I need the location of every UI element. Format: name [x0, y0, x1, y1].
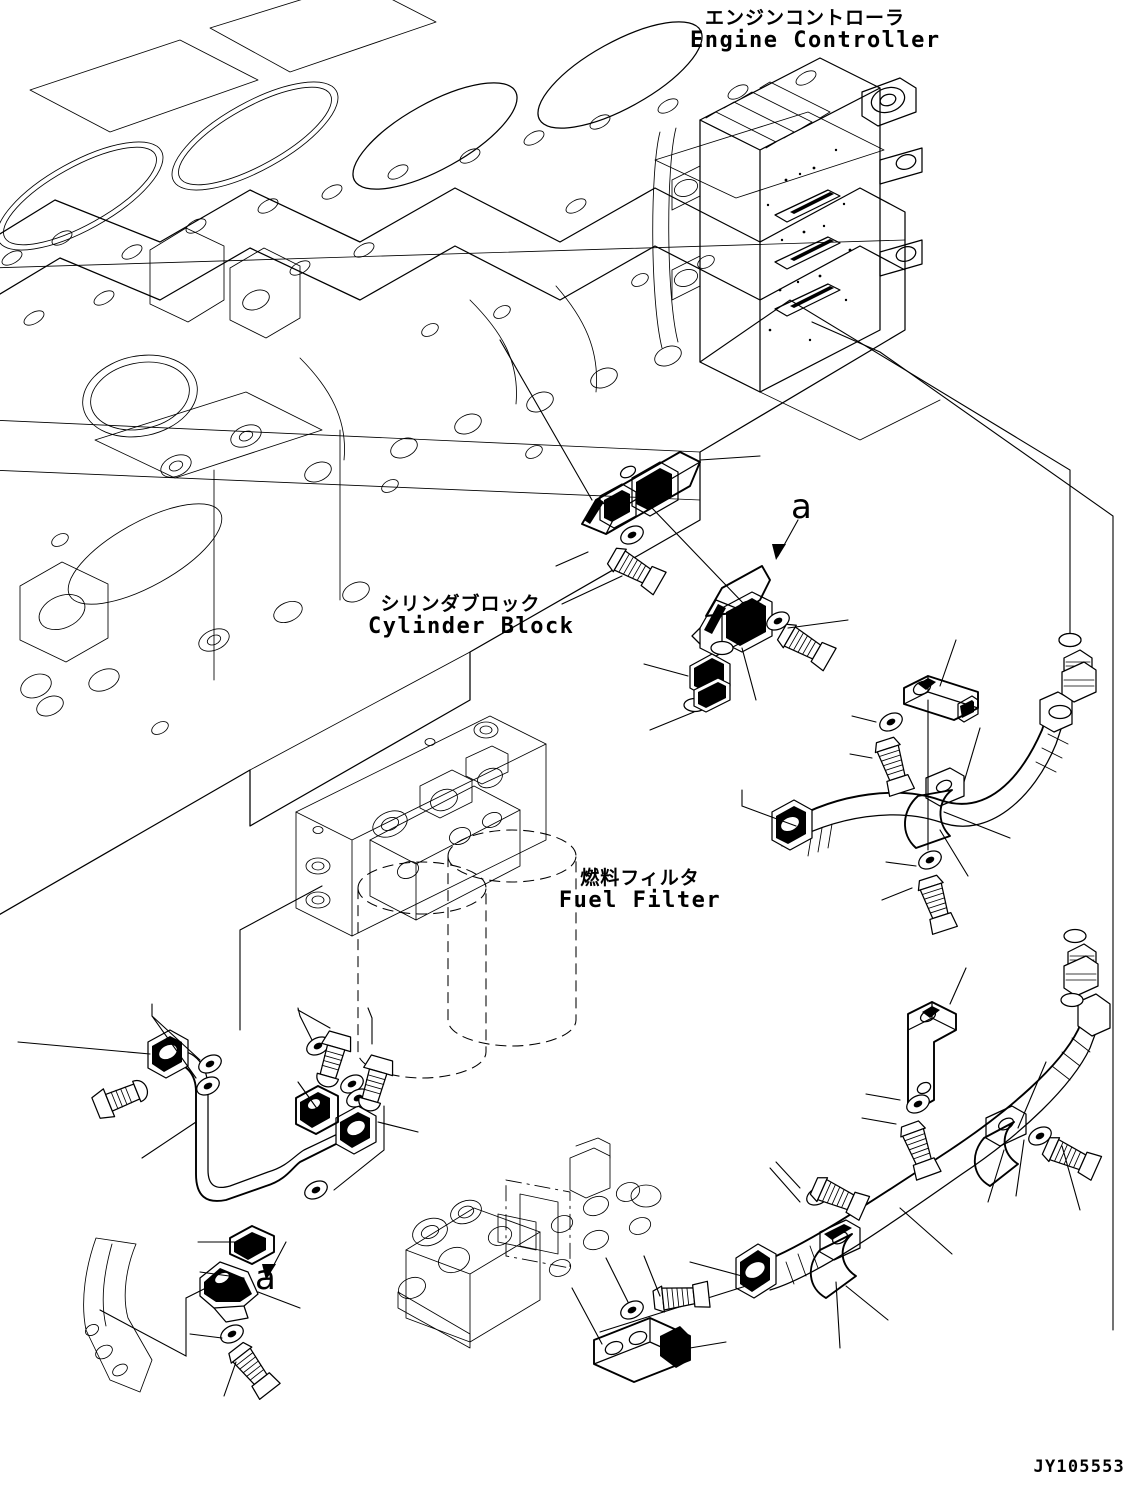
tube-lower-left [17, 1003, 419, 1400]
fuel-pump-artwork [397, 1137, 662, 1349]
fitting-stack-upper-right [1048, 632, 1097, 720]
label-cylinder-block-jp: シリンダブロック [380, 593, 541, 615]
label-engine-controller-jp: エンジンコントローラ [704, 7, 905, 29]
fuel-filter-artwork [239, 715, 577, 1079]
label-fuel-filter: 燃料フィルタ Fuel Filter [555, 867, 725, 914]
callout-a-upper: a [791, 487, 812, 527]
label-fuel-filter-jp: 燃料フィルタ [580, 867, 700, 889]
label-cylinder-block-en: Cylinder Block [368, 614, 575, 640]
label-engine-controller-en: Engine Controller [690, 28, 941, 54]
hose-lower-right [599, 967, 1111, 1349]
bracket-arm-artwork [83, 1237, 215, 1393]
clamp-group-upper [499, 339, 849, 731]
drawing-number: JY105553 [1033, 1457, 1125, 1477]
bracket-three-hole [571, 1255, 727, 1383]
cylinder-block-artwork [0, 0, 906, 915]
hose-upper-right [741, 639, 1073, 935]
label-fuel-filter-en: Fuel Filter [558, 888, 722, 914]
label-cylinder-block: シリンダブロック Cylinder Block [368, 593, 575, 640]
callout-a-lower: a [255, 1258, 276, 1298]
engine-controller-artwork [652, 57, 941, 441]
fitting-stack-lower-right [1060, 928, 1099, 1008]
label-engine-controller: エンジンコントローラ Engine Controller [690, 7, 941, 54]
